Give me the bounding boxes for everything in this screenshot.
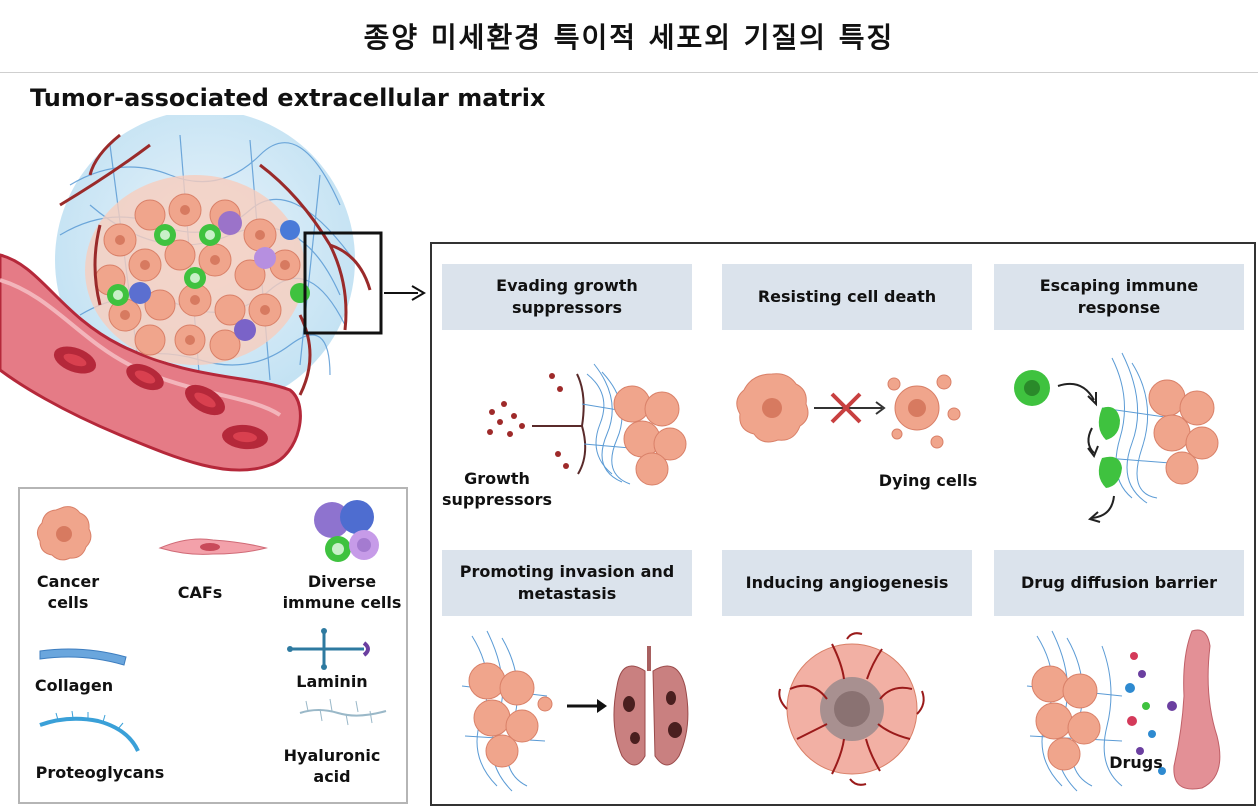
invasion-metastasis-illustration: [461, 630, 689, 792]
zoom-box: [303, 231, 383, 335]
panel-header-invasion-metastasis: Promoting invasion and metastasis: [442, 550, 692, 616]
caf-icon: [158, 538, 268, 555]
ecm-features-panel: Evading growth suppressors Resisting cel…: [430, 242, 1256, 806]
escaping-immune-illustration: [1014, 352, 1219, 523]
caption-dying-cells: Dying cells: [878, 471, 978, 490]
immune-cells-icon: [314, 500, 379, 562]
panel-header-escaping-immune: Escaping immune response: [994, 264, 1244, 330]
proteoglycans-icon: [39, 711, 140, 752]
caption-growth-suppressors: Growth suppressors: [442, 469, 553, 509]
page-title: 종양 미세환경 특이적 세포외 기질의 특징: [363, 21, 895, 54]
panel-header-evading-growth: Evading growth suppressors: [442, 264, 692, 330]
legend-label-cancer-cells: Cancer cells: [36, 572, 100, 612]
resisting-death-illustration: [736, 373, 961, 449]
zoom-arrow: [384, 285, 426, 301]
panel-header-drug-barrier: Drug diffusion barrier: [994, 550, 1244, 616]
collagen-icon: [39, 648, 127, 666]
title-divider: [0, 72, 1258, 73]
section-subtitle: Tumor-associated extracellular matrix: [30, 84, 546, 112]
panel-header-resisting-death: Resisting cell death: [722, 264, 972, 330]
legend-label-immune-cells: Diverse immune cells: [282, 572, 402, 612]
legend-label-cafs: CAFs: [177, 583, 223, 602]
drug-barrier-illustration: [1026, 629, 1221, 792]
tumor-illustration: [0, 115, 383, 472]
vessel-shape: [1173, 629, 1221, 790]
caption-drugs: Drugs: [1109, 753, 1163, 772]
laminin-icon: [287, 628, 370, 670]
angiogenesis-illustration: [778, 632, 925, 786]
tumor-vessels: [59, 133, 372, 396]
hyaluronic-acid-icon: [299, 698, 387, 726]
panel-header-angiogenesis: Inducing angiogenesis: [722, 550, 972, 616]
legend-label-laminin: Laminin: [296, 672, 368, 691]
legend-label-hyaluronic-acid: Hyaluronic acid: [283, 746, 381, 786]
cancer-cell-cluster: [94, 193, 301, 361]
legend-label-proteoglycans: Proteoglycans: [35, 763, 165, 782]
legend-label-collagen: Collagen: [34, 676, 114, 695]
cancer-cell-icon: [36, 506, 92, 561]
drug-molecules: [1125, 652, 1177, 775]
legend-box: Cancer cells CAFs Diverse immune cells C…: [18, 487, 408, 804]
immune-cells: [107, 211, 310, 341]
blood-vessel: [0, 253, 302, 472]
evading-growth-illustration: [487, 363, 687, 486]
